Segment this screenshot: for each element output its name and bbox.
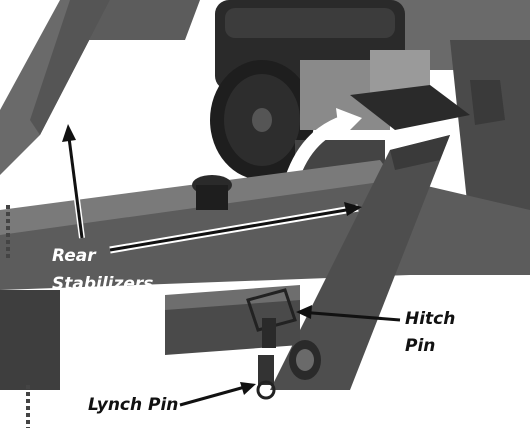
rear-stabilizer-right — [270, 135, 450, 390]
leader-rear-stabilizer-right — [109, 206, 359, 252]
leader-hitch-pin — [299, 310, 401, 322]
leader-lynch-pin — [179, 383, 253, 407]
hitch-pin-label-line1: Hitch — [405, 309, 456, 329]
rotation-arrow-head — [336, 108, 362, 140]
lynch-pin-ring — [256, 380, 276, 400]
engine-tank-highlight — [225, 8, 395, 38]
leader-lynch-pin-arrowhead — [240, 382, 256, 395]
rear-stabilizers-label-line2: Stabilizers — [52, 274, 154, 294]
rear-stabilizers-label-line1: Rear — [52, 246, 96, 266]
leader-rear-stabilizer-left-arrowhead — [62, 124, 76, 142]
stabilizer-pivot-hole — [296, 349, 314, 371]
engine-recoil-hub — [252, 108, 272, 132]
right-rail — [450, 40, 530, 230]
frame-left-end — [0, 290, 60, 390]
hitch-tongue-top — [165, 285, 300, 310]
valve-handle — [350, 85, 470, 130]
hitch-pin-ring — [246, 288, 297, 332]
engine — [210, 0, 430, 190]
lynch-pin-label: Lynch Pin — [88, 395, 179, 415]
leader-lines — [62, 124, 401, 407]
hitch-pin-label-line2: Pin — [405, 336, 436, 356]
rear-stabilizer-left-shade — [30, 0, 110, 135]
valve-bracket — [470, 80, 505, 125]
leader-rear-stabilizer-left — [66, 129, 84, 239]
hitch-pin — [262, 318, 276, 348]
leader-hitch-pin-arrowhead — [296, 305, 312, 319]
lynch-pin — [258, 355, 274, 385]
oil-fill-cap — [196, 185, 228, 210]
rear-stabilizer-right-cap — [390, 135, 450, 170]
leader-rear-stabilizer-right-arrowhead — [344, 202, 362, 216]
